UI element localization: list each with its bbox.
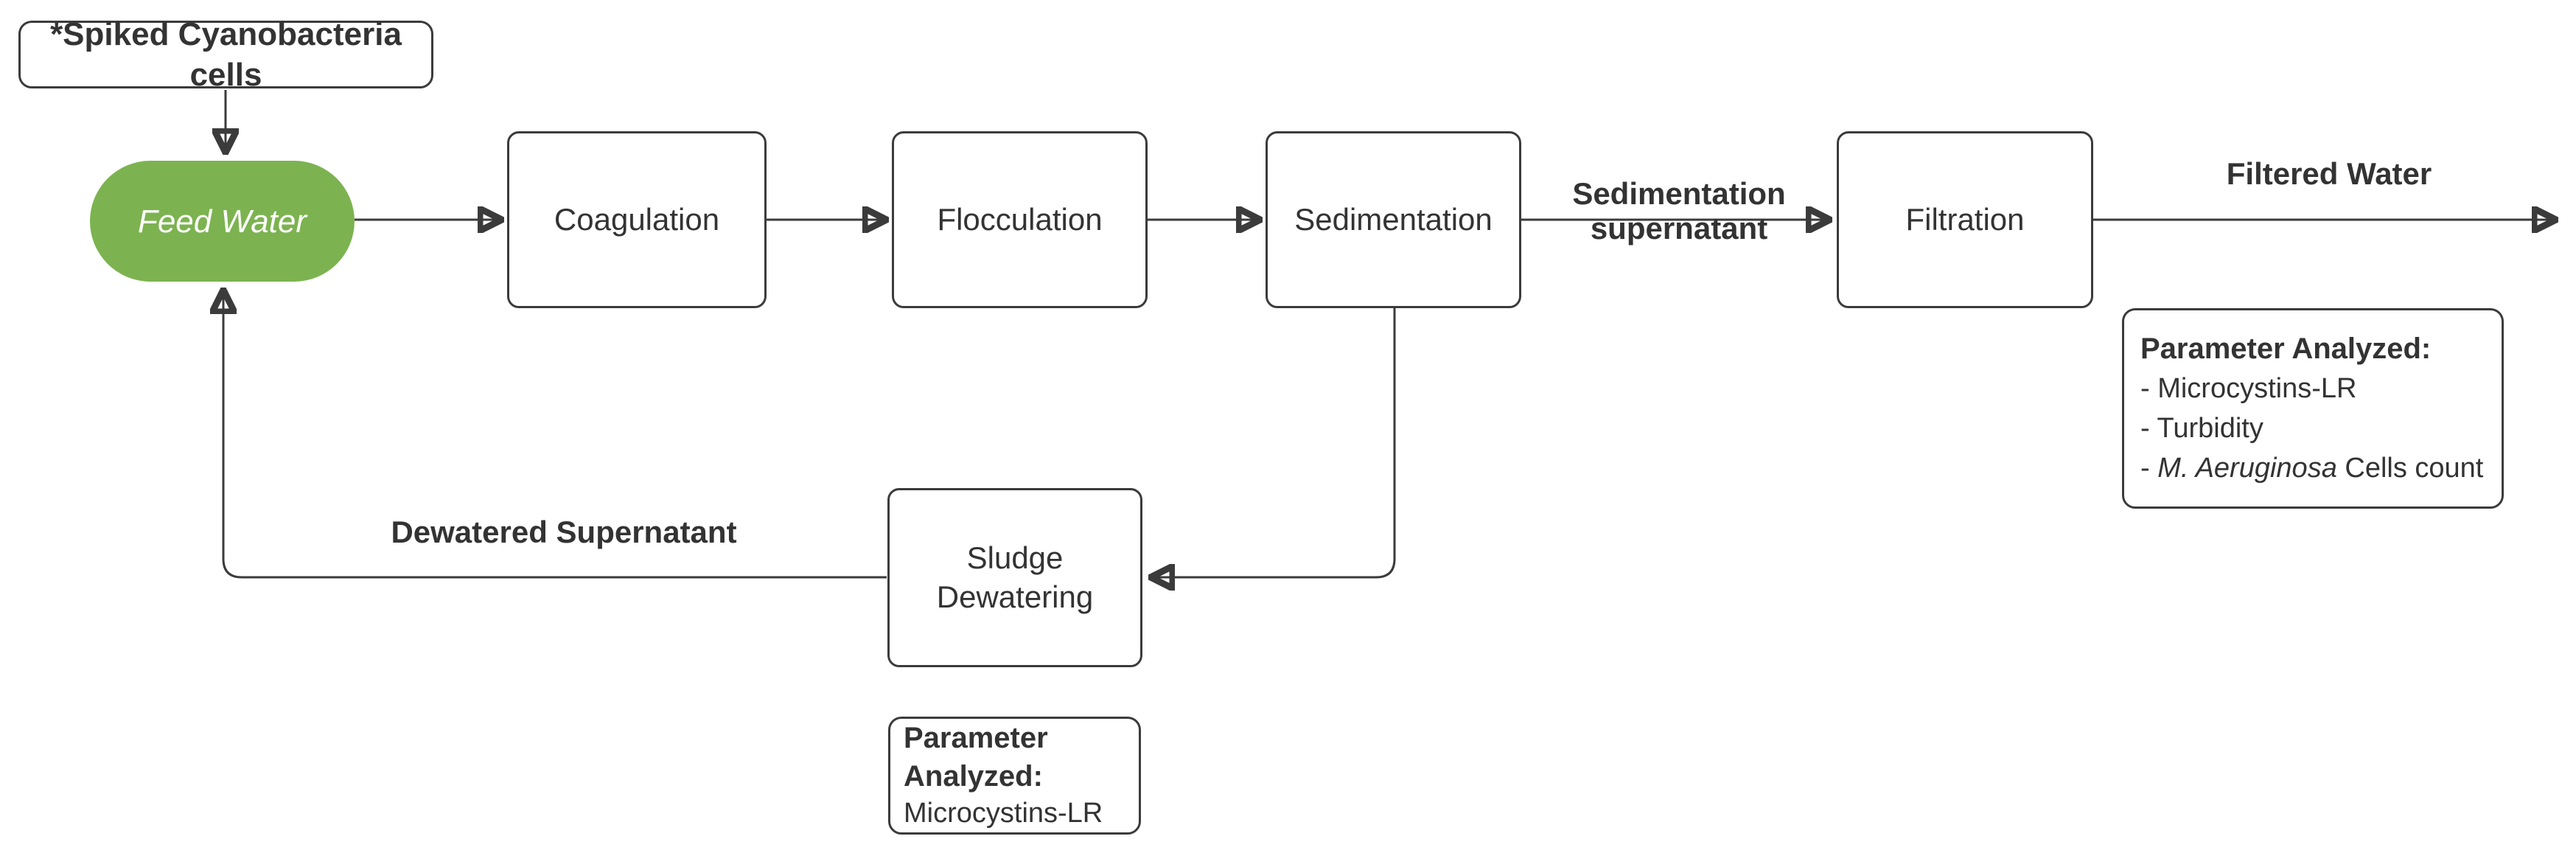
node-coagulation: Coagulation <box>507 131 767 308</box>
label-dewatered-supernatant: Dewatered Supernatant <box>391 515 737 549</box>
callout-filtration-parameters: Parameter Analyzed: - Microcystins-LR - … <box>2122 308 2504 509</box>
callout-sludge-heading: Parameter Analyzed: <box>904 722 1048 793</box>
callout-filtration-heading: Parameter Analyzed: <box>2140 332 2432 365</box>
node-filtration-label: Filtration <box>1905 201 2025 237</box>
node-sedimentation-label: Sedimentation <box>1294 201 1493 237</box>
callout-filtration-item-cells-count: - M. Aeruginosa Cells count <box>2140 453 2484 484</box>
node-feed-water: Feed Water <box>90 161 355 282</box>
callout-sludge-item-microcystins: Microcystins-LR <box>904 798 1103 829</box>
callout-sludge-parameters: Parameter Analyzed: Microcystins-LR <box>888 717 1141 835</box>
edge-sedimentation-to-sludge <box>1153 308 1396 577</box>
label-sedimentation-supernatant: Sedimentation supernatant <box>1572 176 1786 246</box>
species-name-italic: M. Aeruginosa <box>2157 453 2337 484</box>
node-sedimentation: Sedimentation <box>1266 131 1521 308</box>
node-filtration: Filtration <box>1837 131 2093 308</box>
node-flocculation: Flocculation <box>892 131 1148 308</box>
callout-filtration-item-turbidity: - Turbidity <box>2140 413 2263 445</box>
note-spiked-label: *Spiked Cyanobacteria cells <box>50 16 402 93</box>
note-spiked-cyanobacteria: *Spiked Cyanobacteria cells <box>18 16 433 93</box>
label-filtered-water: Filtered Water <box>2226 156 2432 191</box>
node-feed-water-label: Feed Water <box>137 203 307 240</box>
edge-sludge-to-feedwater <box>223 292 887 579</box>
node-flocculation-label: Flocculation <box>937 201 1103 237</box>
node-sludge-dewatering: Sludge Dewatering <box>887 488 1142 667</box>
node-sludge-dewatering-label: Sludge Dewatering <box>936 540 1094 614</box>
callout-filtration-item-microcystins: - Microcystins-LR <box>2140 373 2357 405</box>
node-coagulation-label: Coagulation <box>554 201 720 237</box>
